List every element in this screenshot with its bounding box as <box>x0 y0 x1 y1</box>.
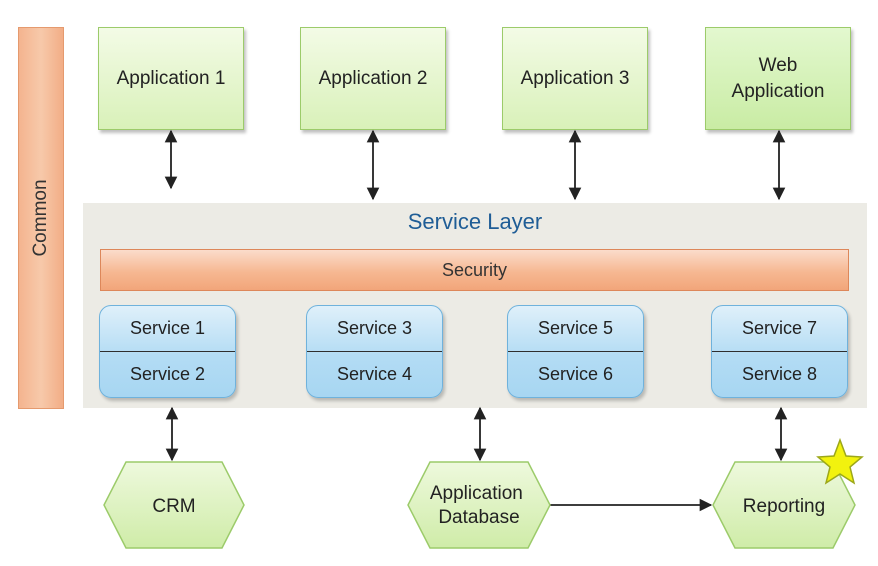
service-2-label: Service 2 <box>100 351 235 397</box>
application-1-box: Application 1 <box>98 27 244 130</box>
reporting-label: Reporting <box>743 496 825 517</box>
service-group-2: Service 3 Service 4 <box>306 305 443 398</box>
service-group-1: Service 1 Service 2 <box>99 305 236 398</box>
service-7-label: Service 7 <box>741 318 818 338</box>
crm-hexagon <box>103 461 245 549</box>
service-8-label: Service 8 <box>712 351 847 397</box>
service-group-3: Service 5 Service 6 <box>507 305 644 398</box>
application-database-label: Application Database <box>430 483 528 528</box>
service-4-label: Service 4 <box>307 351 442 397</box>
security-bar: Security <box>100 249 849 291</box>
application-database-hexagon <box>407 461 551 549</box>
web-application-label: Web Application <box>731 54 825 102</box>
application-2-label: Application 2 <box>318 67 428 89</box>
service-5-label: Service 5 <box>537 318 614 338</box>
service-3-label: Service 3 <box>336 318 413 338</box>
application-database-line-1: Application <box>430 483 523 504</box>
common-bar: Common <box>18 27 64 409</box>
service-layer-title: Service Layer <box>407 209 543 234</box>
security-label: Security <box>441 259 508 280</box>
service-6-label: Service 6 <box>508 351 643 397</box>
service-1-label: Service 1 <box>129 318 206 338</box>
star-icon <box>816 437 864 485</box>
application-3-label: Application 3 <box>520 67 630 89</box>
application-database-line-2: Database <box>438 507 519 528</box>
application-1-label: Application 1 <box>116 67 226 89</box>
crm-label: CRM <box>152 496 195 517</box>
service-group-4: Service 7 Service 8 <box>711 305 848 398</box>
web-application-box: Web Application <box>705 27 851 130</box>
application-3-box: Application 3 <box>502 27 648 130</box>
application-2-box: Application 2 <box>300 27 446 130</box>
